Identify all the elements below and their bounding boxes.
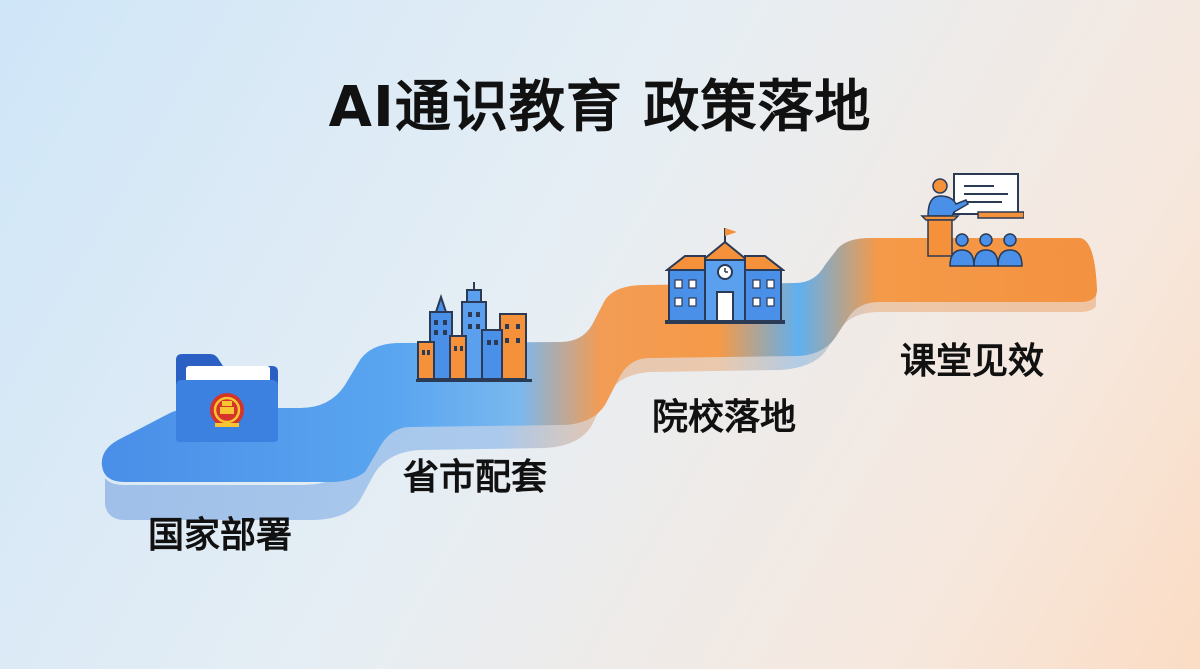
step-label-school: 院校落地 (652, 397, 797, 438)
school-building-icon (665, 228, 785, 324)
government-folder-icon (176, 354, 278, 442)
step-label-provincial: 省市配套 (403, 457, 548, 498)
classroom-teacher-icon (920, 173, 1024, 267)
city-buildings-icon (416, 282, 532, 382)
step-label-national: 国家部署 (148, 515, 293, 556)
page-title: AI通识教育 政策落地 (328, 75, 872, 140)
step-label-classroom: 课堂见效 (900, 341, 1045, 382)
